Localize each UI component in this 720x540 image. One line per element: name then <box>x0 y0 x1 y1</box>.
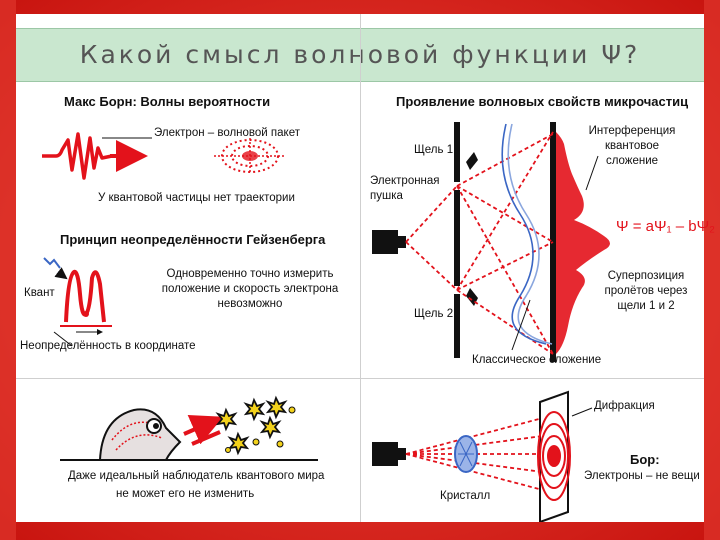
heisenberg-heading: Принцип неопределённости Гейзенберга <box>60 232 326 247</box>
gun-label: Электронная пушка <box>370 175 440 202</box>
diffraction-drawing <box>372 390 593 522</box>
uncertainty-label: Неопределённость в координате <box>20 340 196 352</box>
classical-label: Классическое сложение <box>472 354 602 366</box>
observer-drawing <box>60 395 318 461</box>
born-heading: Макс Борн: Волны вероятности <box>64 94 271 109</box>
crystal-label: Кристалл <box>440 490 491 502</box>
double-slit-drawing <box>372 122 610 362</box>
uncertainty-drawing <box>43 257 112 347</box>
slide-title: Какой смысл волновой функции Ψ? <box>79 40 641 69</box>
horizontal-divider <box>16 378 704 379</box>
formula: Ψ = aΨ₁ – bΨ₂ <box>616 218 715 235</box>
packet-label: Электрон – волновой пакет <box>154 127 300 139</box>
illustrations <box>42 122 610 522</box>
observer-text-line1: Даже идеальный наблюдатель квантового ми… <box>68 470 325 482</box>
slit2-label: Щель 2 <box>414 308 454 320</box>
no-trajectory-text: У квантовой частицы нет траектории <box>98 192 295 204</box>
diffraction-label: Дифракция <box>594 400 655 412</box>
content-panel: Какой смысл волновой функции Ψ? <box>16 14 715 522</box>
quantum-label: Квант <box>24 287 55 299</box>
vertical-divider <box>360 14 361 522</box>
wave-packet-drawing <box>42 132 286 180</box>
observer-text-line2: не может его не изменить <box>116 488 255 500</box>
bohr-label: Бор: <box>630 452 660 467</box>
superposition-label: Суперпозиция пролётов через щели 1 и 2 <box>604 270 688 312</box>
interference-label: Интерференция квантовое сложение <box>588 125 676 167</box>
simultaneous-text: Одновременно точно измерить положение и … <box>161 268 339 310</box>
slit1-label: Щель 1 <box>414 144 454 156</box>
not-things-label: Электроны – не вещи <box>584 470 700 482</box>
wave-properties-heading: Проявление волновых свойств микрочастиц <box>396 94 689 109</box>
